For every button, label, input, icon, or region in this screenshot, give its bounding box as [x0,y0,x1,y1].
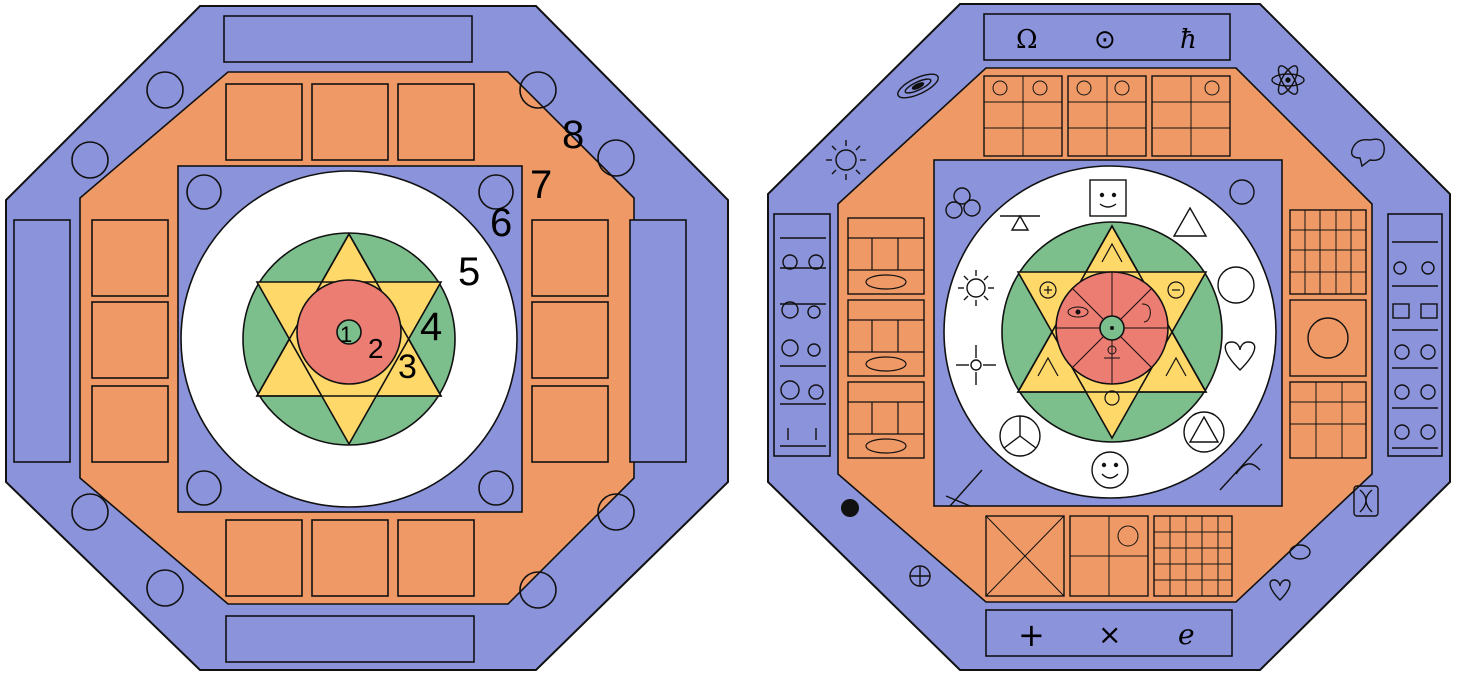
smiley-square-icon [1090,180,1126,216]
layer-label-8: 8 [562,113,584,157]
omega-symbol: Ω [1016,25,1038,55]
layer-label-3: 3 [398,348,417,386]
left-bottom-bar [226,616,474,662]
right-board: Ω ⊙ ħ + × e [768,4,1450,670]
smiley-icon [1092,452,1128,488]
sun-point-symbol: ⊙ [1094,25,1116,55]
layer-label-2: 2 [368,333,384,364]
times-symbol: × [1098,618,1121,651]
right-right-bar [1388,214,1442,456]
black-dot-icon [841,499,859,517]
left-board: 1 2 3 4 5 6 7 8 [6,6,728,670]
layer-label-4: 4 [420,305,442,349]
right-left-panels [848,218,924,458]
e-symbol: e [1178,618,1195,651]
left-right-bar [630,220,686,462]
layer-label-7: 7 [530,163,552,207]
right-left-bar [774,214,830,456]
hbar-symbol: ħ [1180,25,1197,55]
left-top-bar [224,16,472,62]
circle-icon [1218,267,1254,303]
left-left-bar [14,220,70,462]
right-right-panels [1290,210,1366,458]
layer-label-1: 1 [340,322,352,347]
layer-label-5: 5 [458,250,480,294]
plus-symbol: + [1018,616,1045,654]
layer-label-6: 6 [490,201,512,245]
